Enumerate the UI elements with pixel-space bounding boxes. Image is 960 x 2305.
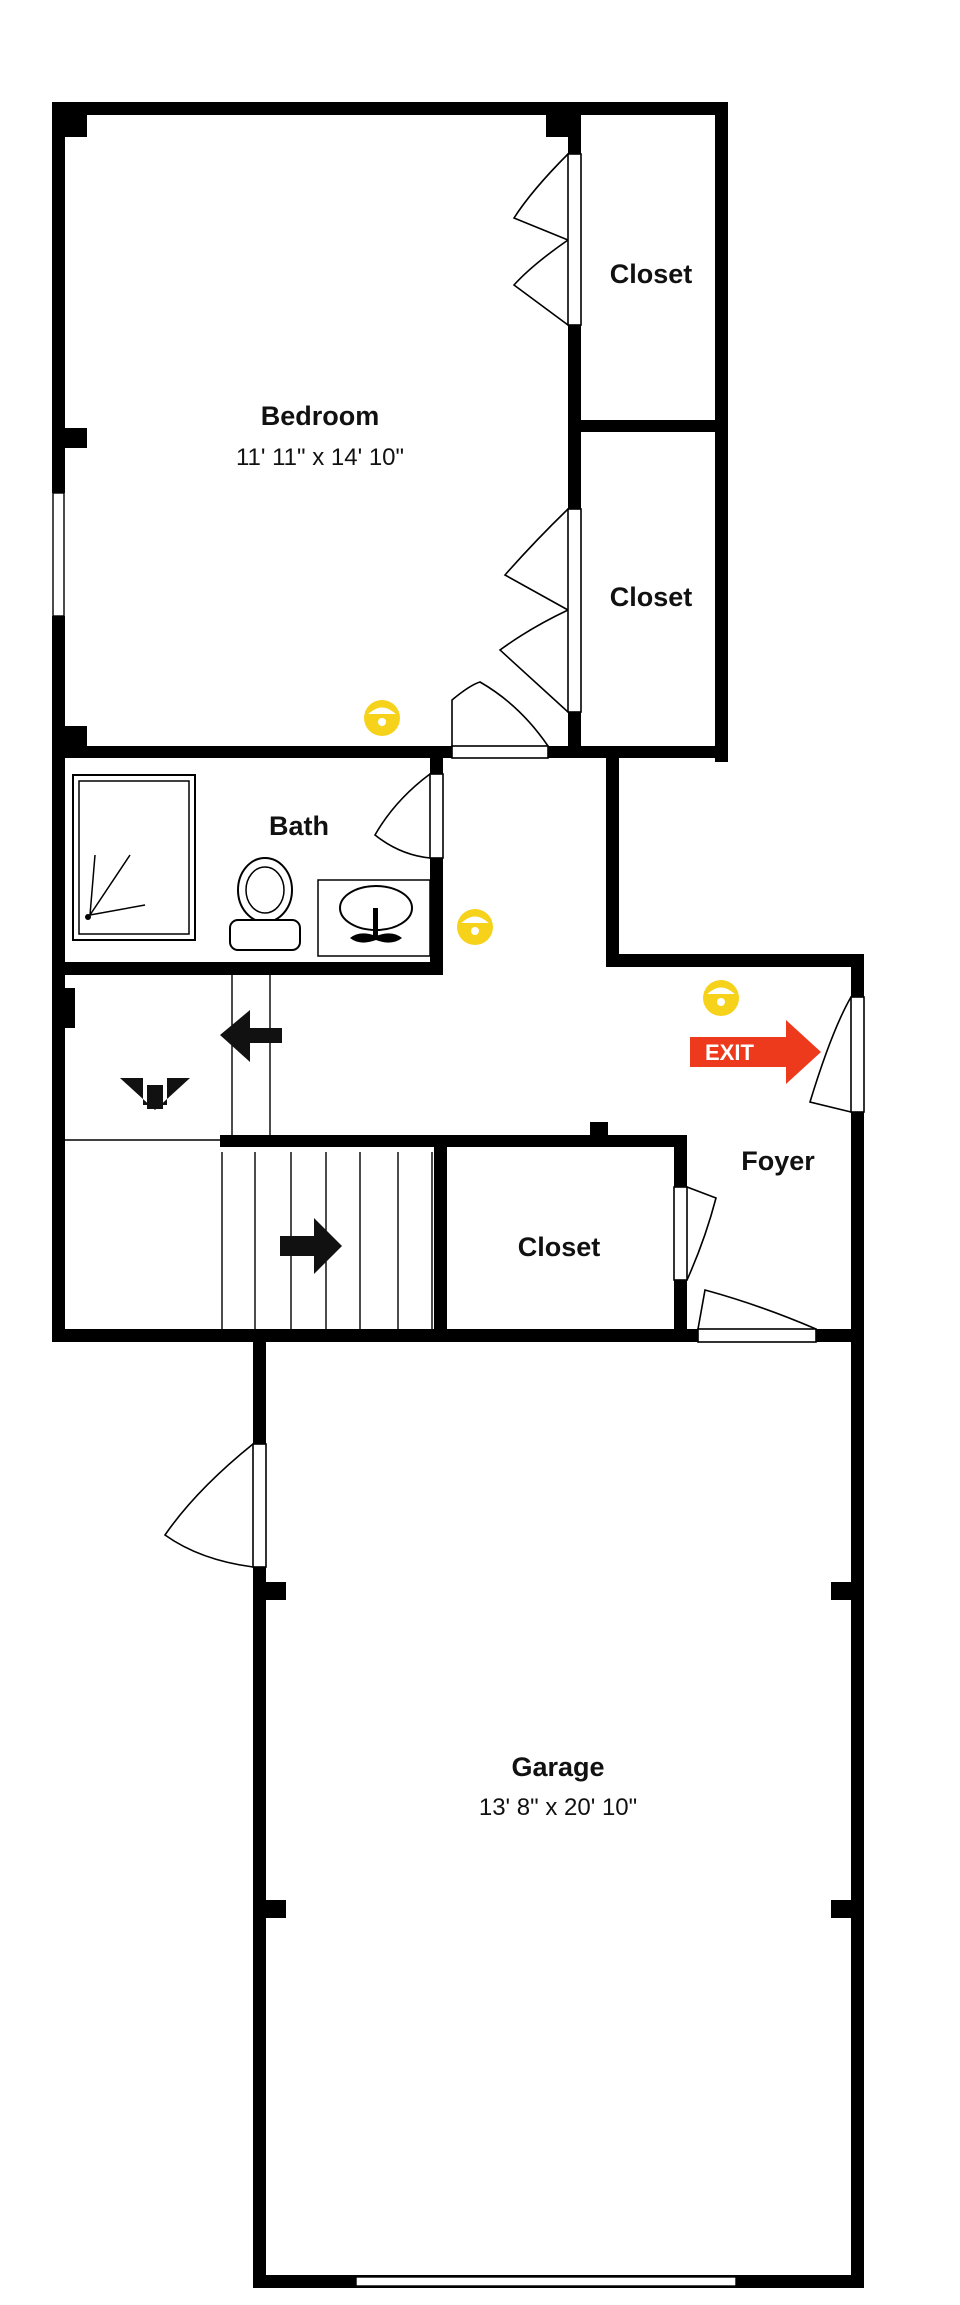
garage-overhead-door: [355, 2276, 737, 2287]
exit-door: [808, 996, 865, 1113]
room-label-closet-top: Closet: [610, 259, 693, 289]
exit-sign: EXIT: [690, 1020, 821, 1084]
foyer-bottom-door: [697, 1288, 817, 1343]
light-fixture-icon: [457, 909, 493, 945]
room-label-closet-hall: Closet: [518, 1232, 601, 1262]
shower-icon: [72, 774, 196, 941]
toilet-icon: [229, 857, 301, 951]
garage-side-door: [163, 1443, 267, 1568]
room-label-closet-middle: Closet: [610, 582, 693, 612]
exit-arrow-icon: [690, 1020, 821, 1084]
bedroom-walls: [52, 102, 728, 768]
room-dimensions-bedroom: 11' 11" x 14' 10": [236, 444, 404, 471]
room-label-garage: Garage: [511, 1752, 604, 1782]
light-fixture-icon: [703, 980, 739, 1016]
stair-arrow-icon: [280, 1218, 342, 1274]
closet-top-door: [512, 153, 582, 326]
light-fixture-icon: [364, 700, 400, 736]
room-label-bath: Bath: [269, 811, 329, 841]
exit-label: EXIT: [705, 1040, 754, 1065]
room-dimensions-garage: 13' 8" x 20' 10": [479, 1794, 637, 1821]
stair-landing: [65, 975, 271, 1141]
closet-middle-door: [498, 508, 582, 713]
bedroom-window: [52, 492, 65, 617]
room-label-bedroom: Bedroom: [261, 401, 380, 431]
room-label-foyer: Foyer: [741, 1146, 815, 1176]
bath-door: [373, 773, 444, 859]
stair-arrow-icon: [220, 1010, 282, 1062]
stair-arrow-icon: [120, 1078, 190, 1110]
bedroom-door: [451, 681, 549, 759]
stairs: [221, 1152, 433, 1329]
hall-closet-door: [673, 1186, 717, 1281]
sink-icon: [317, 879, 431, 957]
